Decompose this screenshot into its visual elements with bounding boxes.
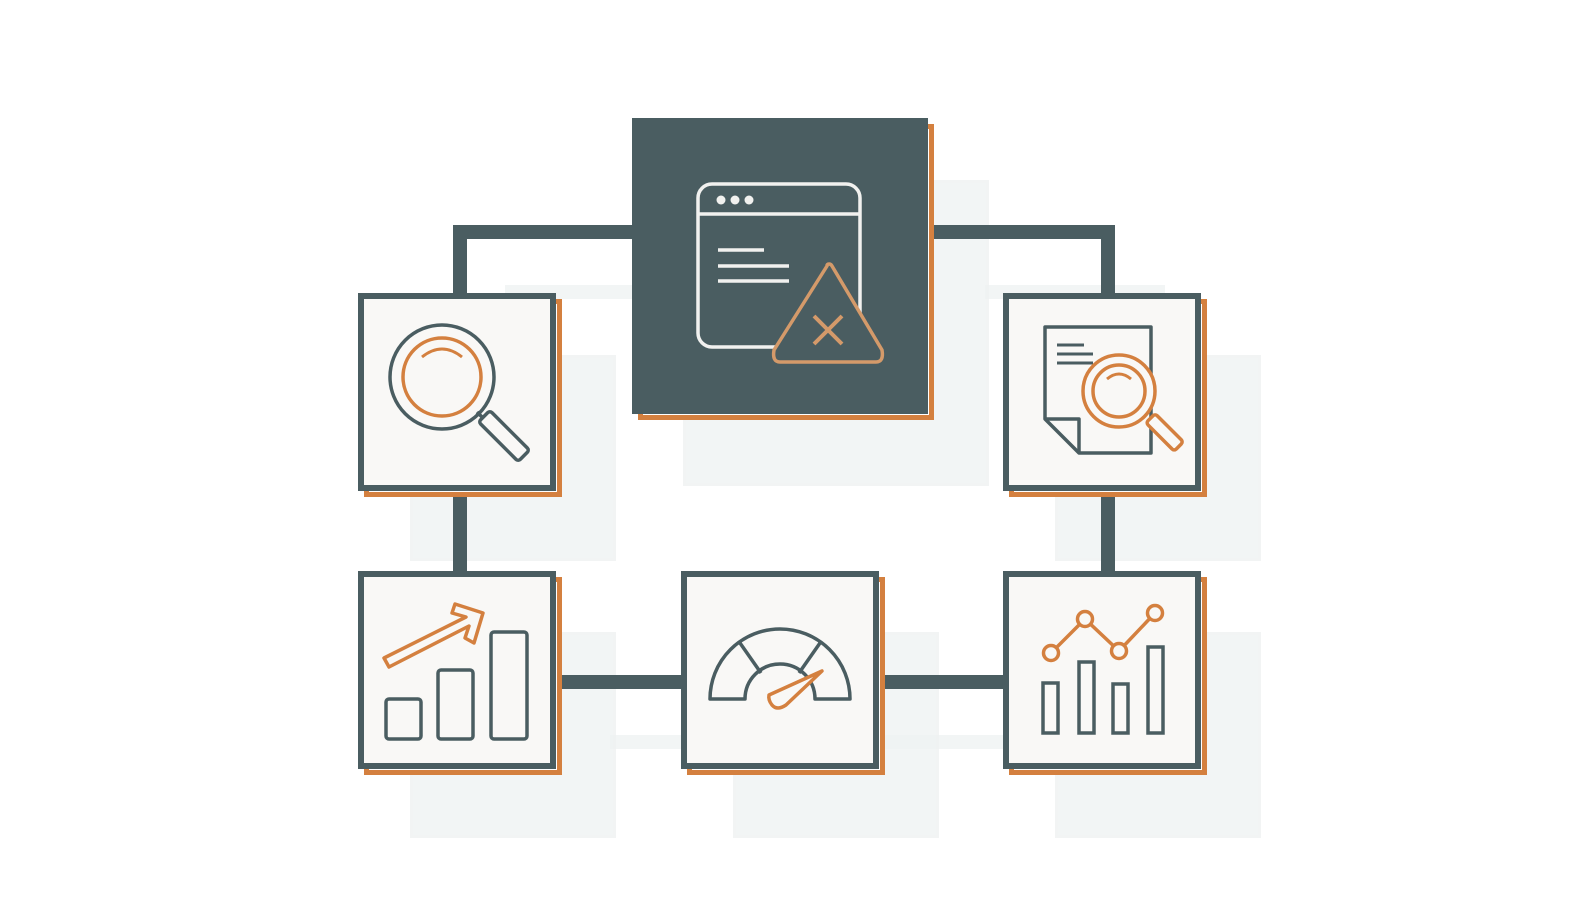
node-bottom-right-face (1003, 571, 1201, 769)
connector-top-right-to-bottom-right (1101, 490, 1115, 575)
line-and-bar-chart-icon (1041, 603, 1165, 735)
node-main (632, 118, 934, 420)
connector-main-to-top-left (453, 225, 635, 239)
connector-main-to-top-right-vertical (1101, 225, 1115, 300)
node-bottom-right (1003, 571, 1207, 775)
connector-main-to-top-left-vertical (453, 225, 467, 300)
connector-main-to-top-right (928, 225, 1115, 239)
browser-window-error-icon (696, 182, 885, 364)
connector-top-left-to-bottom-left (453, 490, 467, 575)
node-top-left-face (358, 293, 556, 491)
connector-bottom-left-to-center (555, 675, 685, 689)
node-main-face (632, 118, 928, 414)
document-search-icon (1043, 325, 1184, 455)
node-bottom-center-face (681, 571, 879, 769)
node-bottom-center (681, 571, 885, 775)
node-top-left (358, 293, 562, 497)
growth-bar-chart-arrow-icon (382, 602, 529, 741)
node-top-right-face (1003, 293, 1201, 491)
speedometer-gauge-icon (708, 627, 852, 710)
node-bottom-left-face (358, 571, 556, 769)
node-top-right (1003, 293, 1207, 497)
magnifying-glass-icon (388, 323, 530, 462)
connector-bottom-center-to-right (878, 675, 1008, 689)
node-bottom-left (358, 571, 562, 775)
